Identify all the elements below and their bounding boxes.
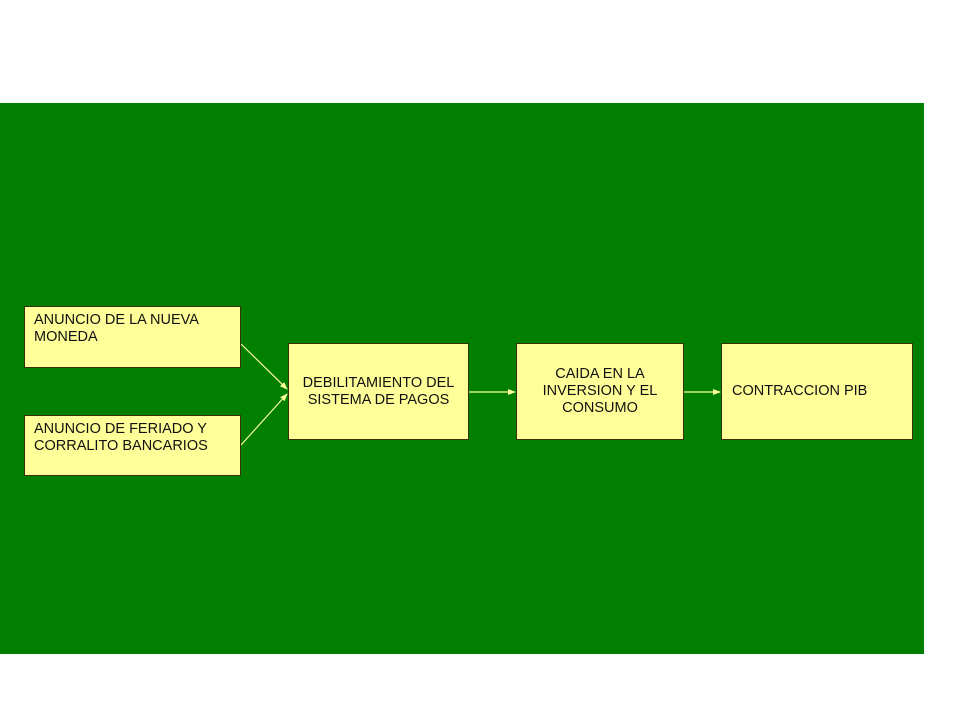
node-debilitamiento: DEBILITAMIENTO DEL SISTEMA DE PAGOS <box>288 343 469 440</box>
node-contraccion: CONTRACCION PIB <box>721 343 913 440</box>
node-caida: CAIDA EN LA INVERSION Y EL CONSUMO <box>516 343 684 440</box>
node-anuncio-feriado-label: ANUNCIO DE FERIADO Y CORRALITO BANCARIOS <box>34 421 208 454</box>
node-anuncio-moneda-label: ANUNCIO DE LA NUEVA MONEDA <box>34 312 199 345</box>
node-anuncio-feriado: ANUNCIO DE FERIADO Y CORRALITO BANCARIOS <box>24 415 241 476</box>
node-caida-label: CAIDA EN LA INVERSION Y EL CONSUMO <box>542 366 658 416</box>
node-contraccion-label: CONTRACCION PIB <box>732 383 868 399</box>
node-debilitamiento-label: DEBILITAMIENTO DEL SISTEMA DE PAGOS <box>302 374 455 408</box>
node-anuncio-moneda: ANUNCIO DE LA NUEVA MONEDA <box>24 306 241 368</box>
